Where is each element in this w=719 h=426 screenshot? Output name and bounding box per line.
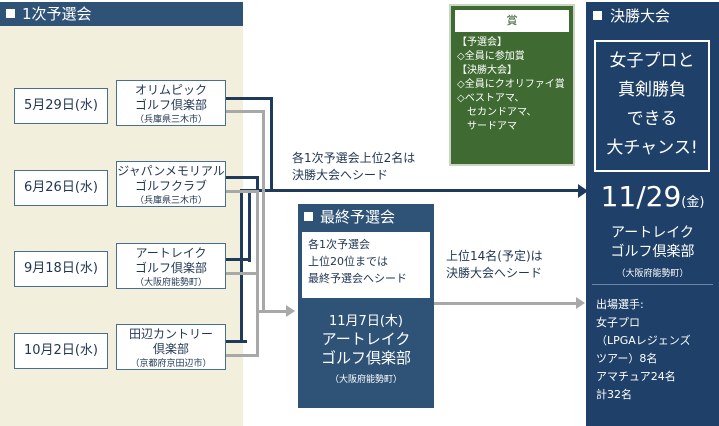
final-qual-venue: アートレイク ゴルフ倶楽部 <box>320 330 411 367</box>
final-date: 11/29(金) <box>586 180 719 213</box>
venue-location: （兵庫県三木市） <box>134 115 207 125</box>
final-qual-date: 11月7日(木) <box>329 314 403 329</box>
venue-location: （大阪府能勢町） <box>134 278 207 288</box>
venue-box: 田辺カントリー 倶楽部 （京都府京田辺市） <box>116 324 226 370</box>
award-line: ◇ベストアマ、 <box>457 93 525 104</box>
arrow-head-grey <box>576 297 585 309</box>
prelim-header-label: 1次予選会 <box>22 5 92 23</box>
award-title: 賞 <box>455 10 569 32</box>
grey-to-qual <box>256 310 286 313</box>
square-icon <box>593 11 602 20</box>
arrow-head-navy <box>578 184 588 198</box>
navy-connector <box>224 97 247 100</box>
venue-box: アートレイク ゴルフ倶楽部 （大阪府能勢町） <box>116 243 226 289</box>
navy-connector <box>256 176 259 190</box>
date-box: 6月26日(水) <box>14 170 108 206</box>
award-line: 【決勝大会】 <box>457 65 517 76</box>
seed-box: 各1次予選会 上位20位までは 最終予選会へシード <box>302 232 430 298</box>
final-qual-header-label: 最終予選会 <box>320 208 396 226</box>
grey-to-final <box>434 302 578 305</box>
award-box: 賞 【予選会】 ◇全員に参加賞 【決勝大会】 ◇全員にクオリファイ賞 ◇ベストア… <box>449 4 575 166</box>
final-header-label: 決勝大会 <box>610 7 671 25</box>
date-box: 9月18日(水) <box>14 251 108 287</box>
navy-connector <box>224 340 247 343</box>
final-location: （大阪府能勢町） <box>616 269 689 279</box>
final-venue: アートレイク ゴルフ倶楽部 <box>610 225 695 260</box>
final-qual-header: 最終予選会 <box>298 204 434 230</box>
navy-connector <box>244 97 272 100</box>
final-date-day: (金) <box>681 195 705 210</box>
grey-connector <box>262 110 265 313</box>
seed-note-mid: 上位14名(予定)は 決勝大会へシード <box>446 249 543 280</box>
award-line: 【予選会】 <box>457 37 507 48</box>
square-icon <box>6 9 15 18</box>
award-line: サードアマ <box>457 121 517 132</box>
final-panel <box>586 2 719 426</box>
navy-connector <box>224 176 247 179</box>
venue-location: （京都府京田辺市） <box>130 359 212 369</box>
date-box: 10月2日(水) <box>14 333 108 369</box>
navy-connector <box>270 97 273 190</box>
final-header: 決勝大会 <box>586 2 719 30</box>
navy-connector <box>224 258 247 261</box>
final-qual-location: （大阪府能勢町） <box>329 375 402 385</box>
square-icon <box>304 212 313 221</box>
final-date-main: 11/29 <box>600 180 682 213</box>
award-line: ◇全員にクオリファイ賞 <box>457 79 565 90</box>
slogan-box: 女子プロと 真剣勝負 できる 大チャンス! <box>594 40 710 172</box>
venue-name: アートレイク ゴルフ倶楽部 <box>134 246 207 275</box>
venue-location: （兵庫県三木市） <box>134 196 207 206</box>
grey-connector <box>256 190 259 357</box>
players-info: 出場選手: 女子プロ （LPGAレジェンズ ツアー）8名 アマチュア24名 計3… <box>596 298 691 401</box>
navy-connector <box>244 258 250 261</box>
seed-note-top: 各1次予選会上位2名は 決勝大会へシード <box>292 151 416 182</box>
award-line: ◇全員に参加賞 <box>457 51 525 62</box>
venue-box: ジャパンメモリアル ゴルフクラブ （兵庫県三木市） <box>116 161 226 207</box>
navy-connector <box>244 176 258 179</box>
navy-connector <box>240 190 243 343</box>
venue-name: オリムピック ゴルフ倶楽部 <box>134 83 207 112</box>
award-line: セカンドアマ、 <box>457 107 537 118</box>
grey-connector <box>224 110 264 113</box>
venue-box: オリムピック ゴルフ倶楽部 （兵庫県三木市） <box>116 80 226 126</box>
grey-connector <box>224 354 258 357</box>
grey-connector <box>224 272 258 275</box>
navy-connector <box>248 190 251 262</box>
arrow-head-grey <box>286 305 295 317</box>
final-divider <box>592 284 713 285</box>
navy-to-final <box>240 189 580 192</box>
prelim-header: 1次予選会 <box>0 2 243 26</box>
venue-name: ジャパンメモリアル ゴルフクラブ <box>117 164 225 193</box>
venue-name: 田辺カントリー 倶楽部 <box>128 327 213 356</box>
date-box: 5月29日(水) <box>14 88 108 124</box>
grey-connector <box>224 190 258 193</box>
